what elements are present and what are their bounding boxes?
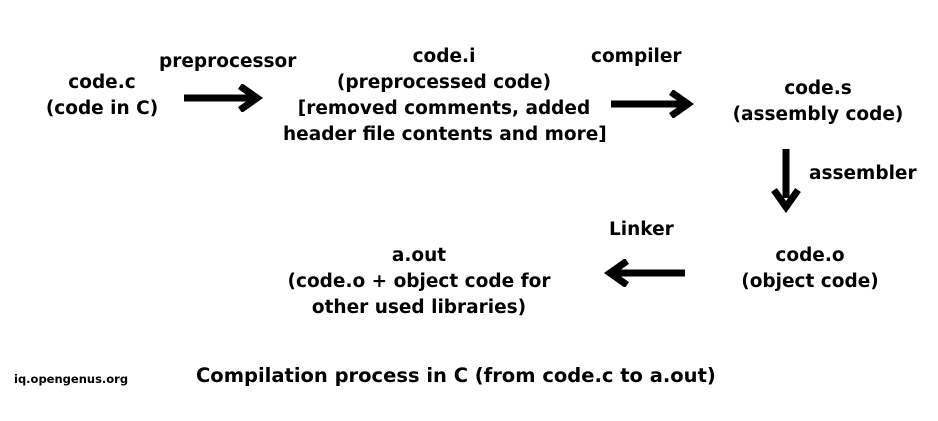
node-code-s: code.s (assembly code) — [712, 76, 924, 128]
node-code-i-line-2: (preprocessed code) — [336, 72, 552, 93]
node-a-out-line-1: a.out — [391, 245, 447, 266]
edge-label-assembler: assembler — [809, 163, 917, 184]
node-code-i: code.i (preprocessed code) [removed comm… — [283, 44, 607, 148]
node-code-c-line-2: (code in C) — [45, 98, 159, 119]
edge-label-preprocessor: preprocessor — [159, 51, 297, 72]
node-a-out: a.out (code.o + object code for other us… — [281, 243, 557, 321]
arrow-compiler-right — [608, 90, 698, 118]
node-code-c: code.c (code in C) — [14, 70, 190, 122]
edge-label-compiler: compiler — [591, 46, 682, 67]
node-code-s-line-2: (assembly code) — [732, 104, 904, 125]
arrow-preprocessor-right — [181, 84, 267, 112]
node-a-out-line-2: (code.o + object code for — [287, 271, 551, 292]
node-a-out-line-3: other used libraries) — [311, 297, 527, 318]
node-code-s-line-1: code.s — [784, 78, 852, 99]
watermark: iq.opengenus.org — [14, 372, 129, 386]
node-code-c-line-1: code.c — [68, 72, 136, 93]
node-code-i-line-3: [removed comments, added — [297, 98, 591, 119]
node-code-o-line-1: code.o — [775, 245, 845, 266]
node-code-i-line-4: header file contents and more] — [283, 124, 607, 145]
arrow-linker-left — [600, 259, 688, 287]
diagram-caption: Compilation process in C (from code.c to… — [196, 364, 716, 387]
arrow-assembler-down — [766, 146, 806, 214]
node-code-o: code.o (object code) — [706, 243, 914, 295]
node-code-o-line-2: (object code) — [741, 271, 879, 292]
edge-label-linker: Linker — [609, 219, 674, 240]
node-code-i-line-1: code.i — [412, 46, 476, 67]
